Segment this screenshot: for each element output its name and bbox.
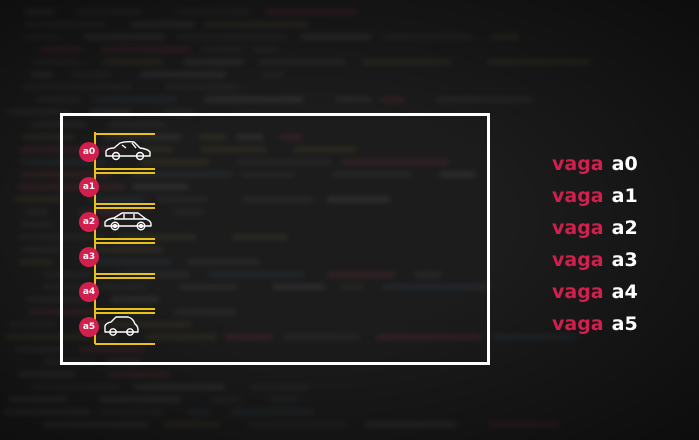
legend-row-a4: vaga a4 bbox=[552, 280, 692, 312]
legend-word: vaga bbox=[552, 281, 604, 303]
spot-badge-a3: a3 bbox=[79, 247, 99, 267]
legend-id: a1 bbox=[611, 185, 638, 207]
spot-badge-a4: a4 bbox=[79, 282, 99, 302]
car-icon-a2 bbox=[104, 212, 152, 231]
spot-badge-a0: a0 bbox=[79, 142, 99, 162]
spot-divider bbox=[95, 238, 155, 244]
legend-row-a5: vaga a5 bbox=[552, 312, 692, 344]
legend-id: a4 bbox=[611, 281, 638, 303]
spot-divider bbox=[95, 168, 155, 174]
legend-word: vaga bbox=[552, 217, 604, 239]
legend-word: vaga bbox=[552, 313, 604, 335]
spot-divider bbox=[95, 308, 155, 314]
legend-word: vaga bbox=[552, 249, 604, 271]
legend-row-a3: vaga a3 bbox=[552, 248, 692, 280]
legend-row-a2: vaga a2 bbox=[552, 216, 692, 248]
spot-badge-a1: a1 bbox=[79, 177, 99, 197]
car-icon-a5 bbox=[104, 316, 139, 336]
legend-id: a5 bbox=[611, 313, 638, 335]
car-icon-a0 bbox=[105, 140, 151, 161]
spot-badge-a5: a5 bbox=[79, 317, 99, 337]
legend-id: a2 bbox=[611, 217, 638, 239]
legend-word: vaga bbox=[552, 153, 604, 175]
legend-word: vaga bbox=[552, 185, 604, 207]
legend-row-a0: vaga a0 bbox=[552, 152, 692, 184]
spot-badge-a2: a2 bbox=[79, 212, 99, 232]
spot-divider bbox=[95, 203, 155, 209]
legend-id: a3 bbox=[611, 249, 638, 271]
spot-divider bbox=[95, 273, 155, 279]
legend-id: a0 bbox=[611, 153, 638, 175]
parking-lot-frame bbox=[60, 113, 490, 365]
legend-row-a1: vaga a1 bbox=[552, 184, 692, 216]
